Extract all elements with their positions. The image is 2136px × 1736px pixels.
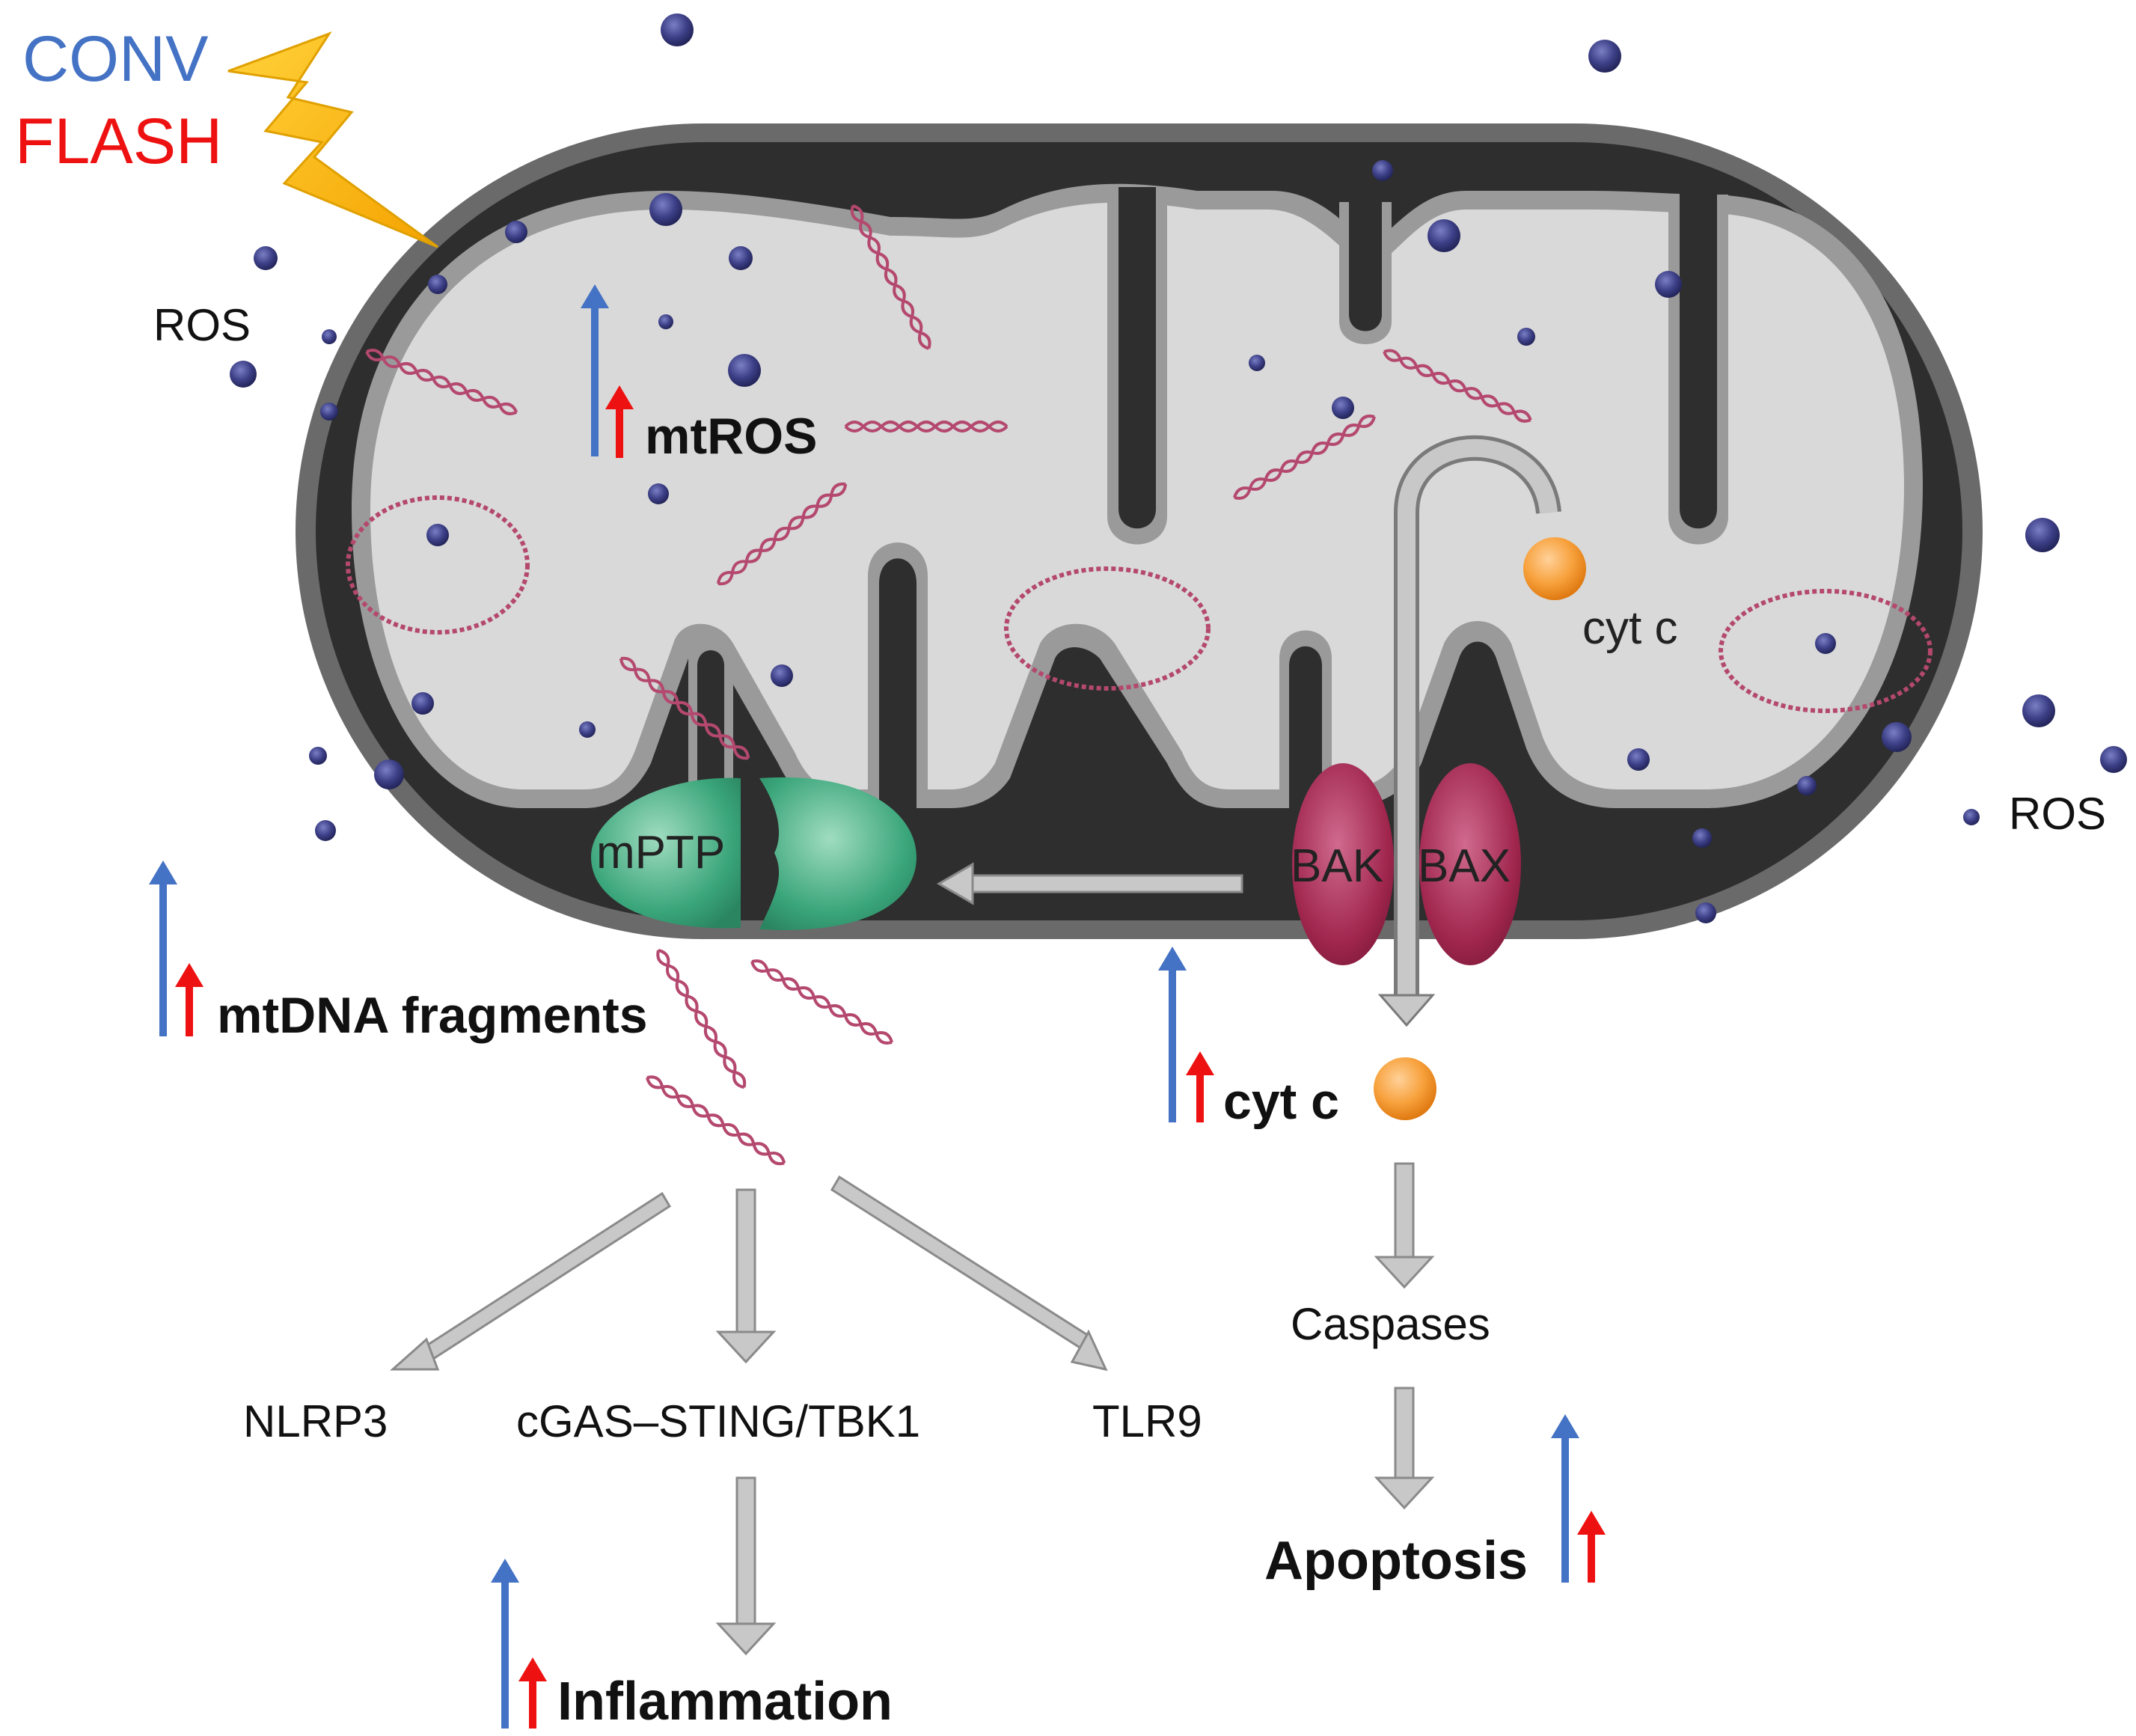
crista-bottom-3-core: [697, 650, 724, 808]
crista-bottom-1-core: [879, 558, 916, 808]
mtros-label: mtROS: [645, 408, 817, 465]
ros-particle: [426, 524, 449, 546]
ros-particles: [230, 13, 2127, 923]
ros-particle: [1332, 397, 1354, 419]
cyt-c-released-icon: [1374, 1057, 1436, 1120]
ros-particle: [320, 403, 338, 421]
mtdna-fragments: [365, 204, 1532, 1166]
mtdna-strand: [717, 482, 848, 586]
mtdna-fragments-indicator: [149, 861, 203, 1036]
apoptosis-pathway-arrows: [1374, 1162, 1435, 1510]
mptp-channel: [591, 777, 916, 930]
ros-particle: [309, 747, 327, 765]
cyt-c-release-arrow: [1377, 435, 1561, 1027]
nlrp3-label: NLRP3: [243, 1396, 388, 1446]
ros-particle: [254, 246, 278, 270]
mtros-indicator: [581, 284, 634, 458]
ros-particle: [658, 314, 673, 329]
mtdna-pathway-arrows: [390, 1175, 1108, 1656]
bak-bax-channel: [1292, 763, 1521, 965]
arrow-to-apoptosis: [1374, 1387, 1435, 1510]
ros-particle: [649, 193, 682, 226]
ros-particle: [648, 483, 669, 504]
cyt-c-released-label: cyt c: [1223, 1073, 1339, 1130]
crista-top-2-core: [1680, 187, 1717, 529]
ros-particle: [1963, 809, 1980, 825]
cyt-c-inner-icon: [1523, 537, 1586, 600]
ros-particle: [374, 760, 404, 789]
bax-protein: [1419, 763, 1521, 965]
ros-particle: [1882, 722, 1912, 752]
legend-flash: FLASH: [15, 106, 222, 177]
ros-particle: [505, 221, 527, 243]
mtdna-circles: [346, 495, 1933, 713]
mtdna-strand: [750, 959, 893, 1045]
lightning-bolt-icon: [227, 31, 438, 248]
ros-particle: [2022, 694, 2055, 727]
caspases-label: Caspases: [1291, 1299, 1490, 1349]
ros-particle: [579, 721, 596, 738]
apoptosis-indicator: [1551, 1414, 1606, 1583]
crista-bottom-2-core: [1289, 646, 1322, 808]
tlr9-label: TLR9: [1092, 1396, 1202, 1446]
ros-particle: [1249, 355, 1265, 371]
ros-particle: [1427, 219, 1460, 252]
mptp-label: mPTP: [596, 827, 725, 878]
mtdna-strand: [1233, 415, 1376, 500]
ros-particle: [322, 329, 337, 344]
ros-particle: [411, 692, 434, 715]
cyt-c-inner-label: cyt c: [1582, 602, 1677, 654]
inflammation-label: Inflammation: [557, 1672, 893, 1732]
arrow-to-caspases: [1374, 1162, 1435, 1289]
mitochondrion: [296, 123, 1983, 939]
ros-particle: [1655, 271, 1682, 298]
inflammation-indicator: [491, 1559, 547, 1729]
mtdna-strand: [365, 349, 518, 415]
mtdna-strand: [619, 656, 750, 760]
ros-particle: [1588, 40, 1621, 73]
ros-particle: [2100, 746, 2127, 773]
crista-top-1-core: [1119, 187, 1156, 529]
mtdna-strand: [844, 421, 1009, 433]
mtdna-strand: [646, 1075, 786, 1166]
ros-particle: [1517, 328, 1535, 346]
ros-particle: [2025, 518, 2060, 552]
bax-label: BAX: [1418, 840, 1511, 892]
legend-conv: CONV: [22, 23, 208, 95]
ros-particle: [1692, 828, 1712, 848]
cgas-sting-label: cGAS–STING/TBK1: [516, 1396, 920, 1446]
arrow-to-inflammation: [715, 1476, 777, 1656]
ros-particle: [1372, 160, 1393, 181]
bak-label: BAK: [1291, 840, 1383, 892]
arrow-to-cgas-sting: [715, 1188, 777, 1364]
ros-particle: [1797, 776, 1817, 795]
bak-to-mptp-arrow: [937, 862, 1243, 905]
ros-particle: [771, 664, 793, 687]
mtdna-strand: [656, 949, 747, 1089]
ros-particle: [1627, 748, 1650, 771]
ros-particle: [230, 361, 257, 388]
mtdna-circle: [1004, 566, 1211, 691]
mtdna-circle: [1719, 589, 1933, 713]
arrow-to-tlr9: [830, 1175, 1108, 1372]
ros-particle: [661, 13, 694, 46]
mtdna-fragments-label: mtDNA fragments: [217, 987, 648, 1044]
ros-label-left: ROS: [153, 300, 251, 350]
ros-particle: [1695, 902, 1716, 923]
arrow-to-nlrp3: [390, 1191, 672, 1371]
ros-particle: [728, 354, 761, 387]
bak-protein: [1292, 763, 1394, 965]
crista-top-3-core: [1349, 195, 1382, 331]
mtdna-strand: [850, 204, 931, 350]
ros-label-right: ROS: [2009, 789, 2106, 839]
cyt-c-indicator: [1158, 947, 1214, 1122]
ros-particle: [1815, 633, 1836, 654]
ros-particle: [428, 275, 447, 294]
ros-particle: [315, 820, 336, 841]
mtdna-circle: [346, 495, 530, 635]
apoptosis-label: Apoptosis: [1264, 1531, 1528, 1591]
mtdna-strand: [1383, 349, 1532, 423]
ros-particle: [729, 246, 753, 270]
